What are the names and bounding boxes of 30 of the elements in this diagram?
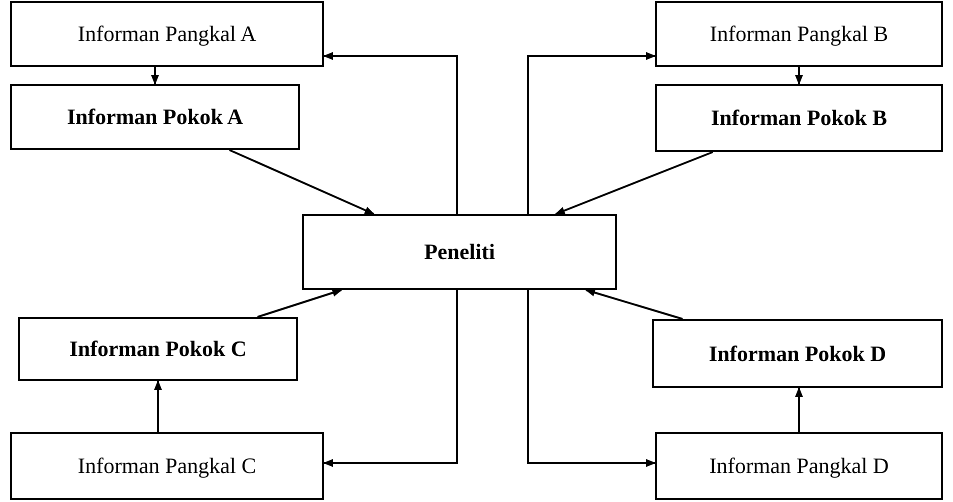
arrow (795, 67, 803, 85)
box-label: Informan Pangkal B (710, 21, 888, 47)
box-label: Informan Pangkal A (78, 21, 256, 47)
process-box (10, 1, 324, 67)
process-box (18, 317, 298, 381)
arrow (257, 288, 342, 318)
box-label: Informan Pokok C (69, 336, 247, 362)
arrow (795, 387, 803, 432)
box-label: Informan Pokok D (708, 340, 886, 366)
arrow (323, 52, 458, 214)
arrow (554, 151, 714, 215)
arrow (585, 288, 683, 320)
process-box (652, 319, 943, 388)
process-box (655, 84, 943, 152)
box-label: Informan Pangkal C (78, 453, 256, 479)
process-box (655, 432, 943, 500)
process-box (655, 1, 943, 67)
box-label: Peneliti (424, 239, 495, 265)
process-box (302, 214, 617, 290)
box-label: Informan Pokok B (710, 105, 888, 131)
arrow (323, 290, 458, 467)
process-box (10, 432, 324, 500)
arrow (154, 380, 162, 432)
arrow (527, 52, 656, 214)
arrow (527, 290, 656, 467)
box-label: Informan Pangkal D (709, 453, 889, 479)
process-box (10, 84, 300, 150)
arrow (229, 149, 375, 215)
box-label: Informan Pokok A (66, 104, 244, 130)
arrow (151, 67, 159, 85)
